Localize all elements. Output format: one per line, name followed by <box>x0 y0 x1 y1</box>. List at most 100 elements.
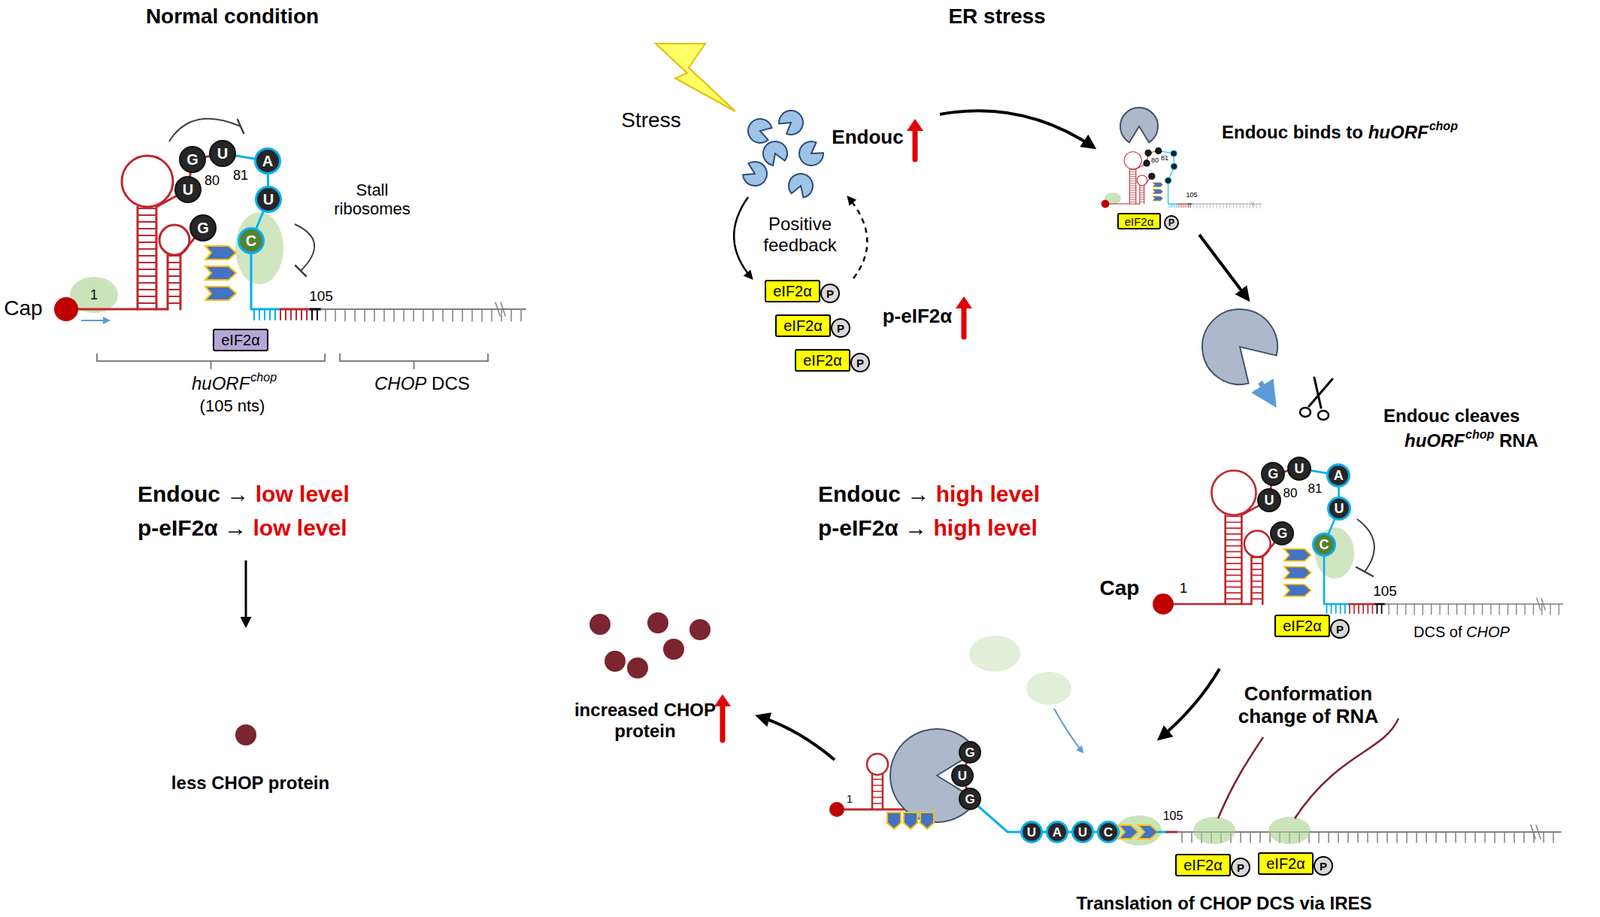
nucleotide-circle: A <box>254 147 282 175</box>
rna-construct <box>866 753 888 775</box>
node-text: U <box>1293 461 1304 476</box>
rna-construct <box>167 268 181 270</box>
rna-construct <box>1203 203 1204 208</box>
rna-construct <box>1170 150 1177 157</box>
rna-construct <box>1284 548 1312 561</box>
rna-construct <box>1225 521 1243 523</box>
rna-construct <box>1129 180 1137 182</box>
rna-construct <box>490 309 493 322</box>
rna-construct <box>872 790 883 792</box>
nucleotide-circle: U <box>1257 487 1282 513</box>
rna-construct <box>1190 831 1193 843</box>
phosphate-circle: P <box>850 352 870 373</box>
rna-construct <box>872 784 883 786</box>
rna-construct <box>1533 603 1534 615</box>
rna-construct <box>1249 831 1252 843</box>
node-text: P <box>836 322 845 334</box>
rna-construct <box>1152 468 1563 615</box>
ribosome-ghost <box>1054 708 1083 752</box>
rna-construct <box>1347 831 1349 843</box>
ribosome-arrow <box>81 319 110 322</box>
rna-construct <box>1552 831 1555 843</box>
nucleotide-circle: C <box>1312 532 1337 557</box>
nucleotide-circle: G <box>1260 461 1285 486</box>
rna-construct <box>1174 203 1176 208</box>
nucleotide-circle: U <box>951 763 974 787</box>
rna-construct <box>1118 824 1139 839</box>
rna-construct <box>1523 831 1525 843</box>
rna-construct <box>881 774 885 810</box>
rna-construct <box>1170 203 1172 208</box>
label-text: less CHOP protein <box>171 772 330 794</box>
node-text: eIF2α <box>221 332 261 348</box>
rna-construct <box>1542 831 1545 843</box>
rna-construct <box>1536 597 1541 610</box>
rna-construct <box>363 309 366 322</box>
rna-construct <box>1225 568 1243 570</box>
rna-construct <box>1284 566 1312 579</box>
rna-construct <box>1362 603 1364 613</box>
rna-construct <box>167 261 181 264</box>
rna-construct <box>1206 203 1207 208</box>
node-text: C <box>1103 825 1113 839</box>
rna-construct <box>137 275 157 277</box>
rna-construct <box>481 309 483 322</box>
node-text: U <box>182 181 194 197</box>
rna-construct <box>1143 160 1150 167</box>
rna-construct <box>1396 603 1398 615</box>
rna-construct <box>383 309 385 322</box>
rna-construct <box>1366 603 1369 613</box>
rna-construct <box>1129 201 1137 203</box>
rna-construct <box>451 309 454 322</box>
rna-construct <box>1139 192 1145 194</box>
scissors <box>1318 410 1329 420</box>
label-text: RNA <box>1499 430 1539 452</box>
rna-construct <box>1225 574 1243 576</box>
rna-construct <box>1116 815 1162 846</box>
inhibition-line <box>295 265 307 276</box>
rna-construct <box>167 295 181 297</box>
rna-construct <box>887 812 901 829</box>
label-text: Endouc → <box>818 481 930 508</box>
node-text: U <box>1263 493 1274 507</box>
rna-construct <box>121 155 173 207</box>
rna-construct <box>1225 580 1243 582</box>
rna-construct <box>1183 203 1185 208</box>
nucleotide-circle: G <box>178 145 207 173</box>
flow-arrow <box>245 560 248 626</box>
rna-construct <box>334 309 337 322</box>
label-text: Cap <box>1100 575 1140 600</box>
rna-construct <box>1474 831 1476 843</box>
label-text: Stress <box>621 108 681 133</box>
rna-construct <box>1225 586 1243 588</box>
endouc-pacman <box>742 161 767 186</box>
nucleotide-circle: U <box>1327 496 1352 521</box>
node-text: G <box>196 220 210 236</box>
rna-construct <box>461 309 464 322</box>
rna-construct <box>1251 562 1263 564</box>
rna-construct <box>1251 586 1263 588</box>
node-text: A <box>262 153 273 169</box>
endouc-pacman <box>1202 309 1278 385</box>
label-text: Endouc <box>831 126 904 149</box>
phosphate-circle: P <box>1313 855 1334 876</box>
label-text: DCS of <box>1413 623 1462 641</box>
rna-construct <box>1415 831 1418 843</box>
rna-construct <box>1413 603 1415 615</box>
rna-construct <box>393 309 395 322</box>
rna-construct <box>373 309 376 322</box>
label-text: Endouc binds to <box>1221 121 1364 143</box>
rna-construct <box>205 245 237 260</box>
label-text: Endouc → <box>137 481 249 508</box>
rna-construct <box>1129 171 1137 173</box>
rna-construct <box>1101 148 1262 209</box>
rna-construct <box>1129 192 1137 194</box>
rna-construct <box>279 309 282 320</box>
rna-construct <box>1236 203 1237 208</box>
rna-construct <box>1169 203 1170 208</box>
endouc-pacman <box>778 110 804 135</box>
rna-construct <box>1439 603 1440 615</box>
rna-construct <box>872 778 883 780</box>
rna-construct <box>295 309 297 320</box>
